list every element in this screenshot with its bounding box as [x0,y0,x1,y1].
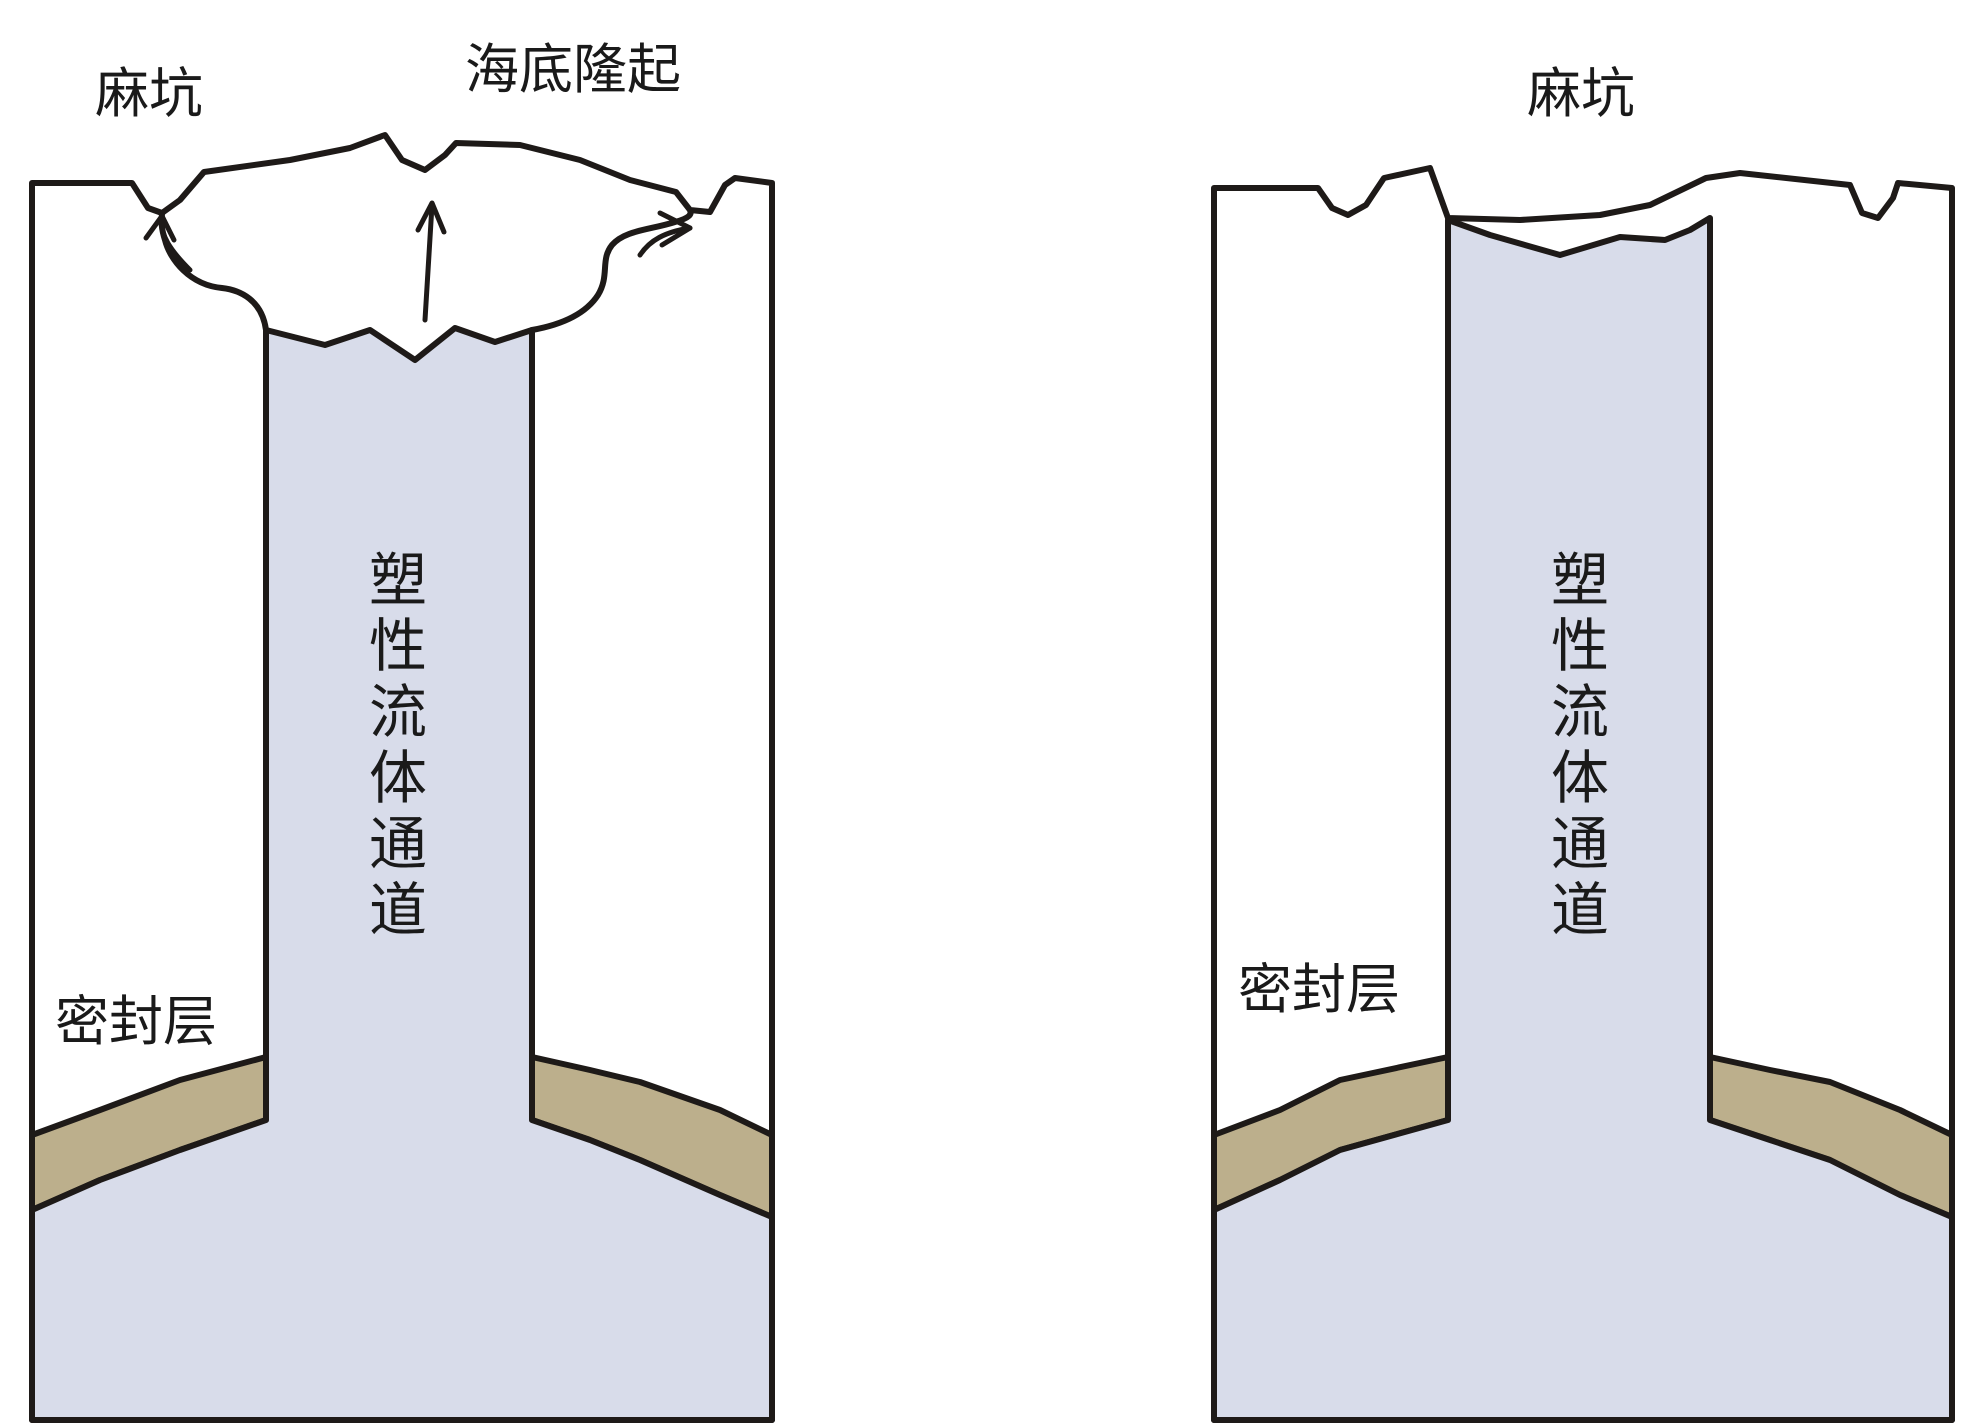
left-panel: 麻坑 海底隆起 密封层 塑 性 流 体 通 道 [29,38,775,1423]
left-label-pockmark: 麻坑 [95,62,203,125]
right-panel: 麻坑 密封层 塑 性 流 体 通 道 [1211,62,1955,1423]
left-arrow-east [637,210,693,258]
left-channel-char: 体 [369,744,427,812]
left-uplift-dome-east [529,207,694,333]
right-fluid-channel [1211,215,1955,1423]
right-label-seal: 密封层 [1238,958,1400,1021]
left-channel-char: 通 [369,810,427,878]
left-channel-char: 性 [369,612,427,680]
left-label-channel: 塑 性 流 体 通 道 [369,546,427,944]
right-channel-char: 体 [1551,744,1609,812]
left-label-uplift: 海底隆起 [465,38,681,101]
right-label-channel: 塑 性 流 体 通 道 [1551,546,1609,944]
left-arrow-up [415,200,447,323]
right-channel-char: 通 [1551,810,1609,878]
left-arrow-west [143,213,193,273]
left-channel-char: 塑 [369,546,427,614]
left-channel-char: 流 [369,678,427,746]
left-fluid-channel [29,325,775,1423]
right-channel-char: 性 [1551,612,1609,680]
left-label-seal: 密封层 [55,990,217,1053]
right-label-pockmark: 麻坑 [1527,62,1635,125]
right-channel-char: 流 [1551,678,1609,746]
left-channel-char: 道 [369,876,427,944]
right-channel-char: 塑 [1551,546,1609,614]
right-channel-char: 道 [1551,876,1609,944]
